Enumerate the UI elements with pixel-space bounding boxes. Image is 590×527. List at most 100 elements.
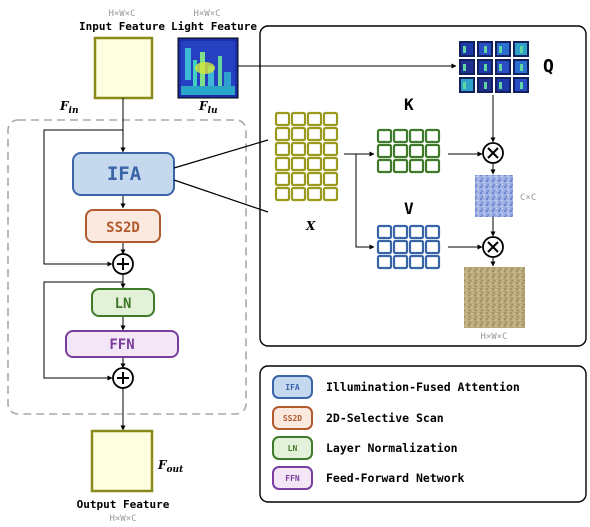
x-cell bbox=[274, 156, 291, 172]
legend-label: Illumination-Fused Attention bbox=[326, 380, 520, 394]
q-label: Q bbox=[543, 56, 554, 77]
output-feature-box bbox=[90, 429, 154, 493]
q-patch-fill bbox=[461, 79, 473, 91]
ifa-label: IFA bbox=[107, 163, 142, 185]
ss2d-label: SS2D bbox=[106, 220, 140, 236]
x-cell bbox=[290, 171, 307, 187]
v-cell bbox=[376, 254, 393, 270]
x-cell bbox=[290, 126, 307, 142]
output-title: Output Feature bbox=[77, 498, 170, 511]
x-cell bbox=[306, 126, 323, 142]
k-matrix bbox=[376, 128, 441, 174]
q-patch-fill bbox=[461, 61, 473, 73]
multiply-icon bbox=[482, 142, 504, 164]
ln-label: LN bbox=[115, 296, 132, 312]
k-label: K bbox=[404, 95, 414, 114]
light-feature-image bbox=[177, 37, 239, 99]
x-cell bbox=[306, 111, 323, 127]
x-cell bbox=[322, 126, 339, 142]
k-cell bbox=[392, 128, 409, 144]
x-cell bbox=[290, 111, 307, 127]
input-feature-box bbox=[93, 36, 154, 100]
hwc-dims: H×W×C bbox=[480, 332, 507, 342]
x-cell bbox=[322, 171, 339, 187]
v-cell bbox=[376, 239, 393, 255]
q-patch-detail bbox=[520, 46, 523, 53]
k-cell bbox=[392, 143, 409, 159]
q-patch-detail bbox=[484, 82, 487, 89]
x-cell bbox=[274, 126, 291, 142]
light-symbol: Flu bbox=[198, 99, 218, 116]
k-cell bbox=[424, 143, 441, 159]
legend-abbr: IFA bbox=[285, 383, 300, 392]
v-matrix bbox=[376, 224, 441, 270]
legend-swatch bbox=[272, 436, 313, 460]
x-cell bbox=[290, 186, 307, 202]
v-cell bbox=[376, 224, 393, 240]
legend-swatch bbox=[272, 406, 313, 430]
legend-abbr: FFN bbox=[285, 474, 300, 483]
ffn-block[interactable]: FFN bbox=[65, 330, 179, 358]
light-dims: H×W×C bbox=[193, 9, 220, 19]
output-dims: H×W×C bbox=[109, 514, 136, 524]
x-label: X bbox=[305, 219, 316, 233]
v-cell bbox=[424, 239, 441, 255]
q-patch-fill bbox=[497, 43, 509, 55]
k-cell bbox=[408, 128, 425, 144]
x-cell bbox=[274, 171, 291, 187]
x-cell bbox=[274, 111, 291, 127]
multiply-icon bbox=[482, 236, 504, 258]
v-cell bbox=[392, 239, 409, 255]
x-cell bbox=[322, 156, 339, 172]
v-label: V bbox=[404, 199, 414, 218]
legend-label: Feed-Forward Network bbox=[326, 471, 465, 485]
k-cell bbox=[376, 143, 393, 159]
legend-item: IFA Illumination-Fused Attention bbox=[272, 375, 520, 399]
x-cell bbox=[274, 141, 291, 157]
v-cell bbox=[424, 224, 441, 240]
k-cell bbox=[392, 158, 409, 174]
v-cell bbox=[408, 254, 425, 270]
q-patch-detail bbox=[499, 64, 502, 71]
k-cell bbox=[424, 158, 441, 174]
q-patch-detail bbox=[463, 82, 466, 89]
x-cell bbox=[290, 156, 307, 172]
cc-dims: C×C bbox=[520, 193, 536, 203]
k-cell bbox=[376, 128, 393, 144]
legend-label: Layer Normalization bbox=[326, 441, 458, 455]
q-matrix bbox=[459, 41, 529, 93]
plus-icon bbox=[112, 253, 134, 275]
light-title: Light Feature bbox=[171, 20, 257, 33]
q-patch-fill bbox=[497, 79, 509, 91]
v-cell bbox=[408, 239, 425, 255]
ffn-label: FFN bbox=[109, 337, 134, 353]
legend-abbr: SS2D bbox=[283, 414, 302, 423]
ln-block[interactable]: LN bbox=[91, 288, 155, 317]
ifa-block[interactable]: IFA bbox=[72, 152, 175, 196]
q-patch-fill bbox=[461, 43, 473, 55]
legend-panel bbox=[259, 365, 587, 503]
ss2d-block[interactable]: SS2D bbox=[85, 209, 161, 243]
block-container bbox=[7, 119, 247, 415]
k-cell bbox=[376, 158, 393, 174]
v-cell bbox=[424, 254, 441, 270]
input-title: Input Feature bbox=[79, 20, 165, 33]
q-patch-detail bbox=[484, 46, 487, 53]
legend-label: 2D-Selective Scan bbox=[326, 411, 444, 425]
x-cell bbox=[322, 141, 339, 157]
legend-item: SS2D 2D-Selective Scan bbox=[272, 406, 444, 430]
x-cell bbox=[322, 186, 339, 202]
plus-icon bbox=[112, 367, 134, 389]
v-cell bbox=[392, 254, 409, 270]
x-cell bbox=[306, 186, 323, 202]
q-patch-detail bbox=[499, 46, 502, 53]
q-patch-detail bbox=[463, 46, 466, 53]
q-patch-fill bbox=[497, 61, 509, 73]
k-cell bbox=[408, 143, 425, 159]
legend-swatch bbox=[272, 466, 313, 490]
input-symbol: Fin bbox=[59, 99, 79, 116]
q-patch-detail bbox=[484, 64, 487, 71]
attention-output-map bbox=[464, 267, 525, 328]
x-cell bbox=[322, 111, 339, 127]
